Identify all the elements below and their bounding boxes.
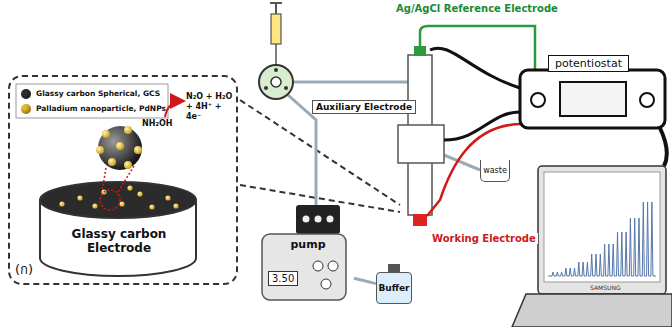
reaction-arrow	[165, 101, 182, 117]
electrode-wires	[427, 124, 522, 216]
injection-valve	[259, 65, 293, 99]
electrode-label-box: Glassy carbon Electrode	[50, 223, 188, 259]
electrode-wires	[660, 128, 667, 166]
potentiostat-device	[640, 93, 654, 107]
potentiostat-device	[531, 93, 545, 107]
gcs-sphere	[96, 146, 104, 154]
pump-device	[321, 279, 331, 289]
laptop	[544, 172, 660, 282]
potentiostat-device	[560, 82, 626, 116]
flow-cell	[414, 46, 426, 56]
pump-controller: pump 3.50	[262, 234, 354, 300]
legend-frame	[16, 84, 168, 118]
legend-row: Glassy carbon Spherical, GCS	[18, 86, 166, 101]
buffer-bottle-cap	[388, 264, 400, 272]
pump-device	[296, 205, 340, 234]
gcs-sphere	[108, 158, 116, 166]
pump-device	[315, 216, 322, 223]
electrode-name: Glassy carbon Electrode	[50, 227, 188, 256]
device-name: pump	[262, 238, 354, 251]
electrode-name: Auxiliary Electrode	[316, 102, 412, 112]
tube-connector	[354, 278, 376, 283]
legend-text: Glassy carbon Spherical, GCS	[36, 89, 160, 98]
gcs-sphere	[98, 126, 142, 170]
electrode-cylinder	[137, 191, 142, 196]
pump-device	[328, 261, 338, 271]
laptop	[512, 294, 672, 327]
buffer-bottle: Buffer	[376, 272, 412, 304]
syringe	[270, 3, 282, 65]
injection-valve	[284, 86, 288, 90]
electrode-callout: Ag/AgCl Reference Electrode	[396, 3, 558, 14]
legend-swatch	[21, 89, 31, 99]
flow-tubing	[293, 81, 408, 84]
syringe	[275, 3, 277, 14]
zoom-leader	[100, 190, 120, 210]
reactant-label: NH₂OH	[142, 119, 172, 128]
syringe	[271, 14, 281, 44]
gcs-sphere	[116, 142, 124, 150]
potentiostat-device	[520, 70, 665, 128]
legend-frame	[16, 84, 168, 118]
zoom-leader	[102, 168, 106, 191]
potentiostat-device	[520, 70, 665, 128]
electrode-cylinder	[40, 182, 196, 218]
electrode-callout: Working Electrode	[430, 233, 538, 244]
dashed-zoom-lines	[240, 100, 400, 212]
auxiliary-electrode-label: Auxiliary Electrode	[312, 100, 416, 114]
flow-rate-display: 3.50	[268, 271, 298, 286]
electrode-cylinder	[165, 195, 170, 200]
electrode-cylinder	[127, 185, 132, 190]
reservoir-name: Buffer	[378, 283, 409, 293]
buffer-bottle-cap	[388, 264, 400, 272]
flow-tubing	[444, 155, 480, 170]
gcs-sphere	[134, 146, 142, 154]
gcs-sphere	[96, 126, 142, 170]
injection-valve	[271, 77, 281, 87]
syringe	[270, 2, 282, 4]
waste-beaker: waste	[480, 160, 510, 182]
flow-tubing	[288, 82, 480, 205]
injection-valve	[274, 68, 278, 72]
electrode-cylinder	[40, 182, 196, 276]
laptop	[512, 166, 672, 327]
potentiostat-label: potentiostat	[548, 55, 629, 72]
device-name: potentiostat	[555, 57, 622, 70]
legend-row: Palladium nanoparticle, PdNPs	[18, 101, 166, 116]
pump-device	[313, 261, 323, 271]
electrode-cylinder	[77, 195, 82, 200]
gcs-sphere	[124, 126, 132, 134]
injection-valve	[259, 65, 293, 99]
laptop	[548, 202, 656, 276]
brand-label: SAMSUNG	[590, 284, 621, 291]
electrode-wires	[430, 48, 520, 88]
zoom-leader	[100, 166, 134, 210]
electrode-cylinder	[92, 203, 97, 208]
pump-device	[327, 216, 334, 223]
reaction-arrow	[165, 101, 182, 117]
electrode-cylinder	[59, 201, 64, 206]
electrode-cylinder	[149, 204, 154, 209]
reaction-products: N₂O + H₂O + 4H⁺ + 4e⁻	[186, 92, 236, 122]
panel-label: (ก)	[15, 259, 33, 280]
legend-text: Palladium nanoparticle, PdNPs	[36, 104, 166, 113]
flow-cell	[398, 125, 444, 163]
flow-cell	[398, 46, 444, 226]
electrode-cylinder	[173, 203, 178, 208]
gcs-sphere	[124, 161, 132, 169]
syringe	[275, 44, 277, 65]
pump-device	[262, 205, 346, 300]
gcs-sphere	[102, 130, 110, 138]
waste-name: waste	[483, 166, 507, 175]
injection-valve	[264, 86, 268, 90]
flow-cell	[413, 214, 427, 226]
legend-swatch	[21, 104, 31, 114]
legend-box: Glassy carbon Spherical, GCS Palladium na…	[18, 86, 166, 116]
laptop	[538, 166, 666, 294]
pump-device	[303, 216, 310, 223]
electrode-cylinder	[119, 201, 124, 206]
